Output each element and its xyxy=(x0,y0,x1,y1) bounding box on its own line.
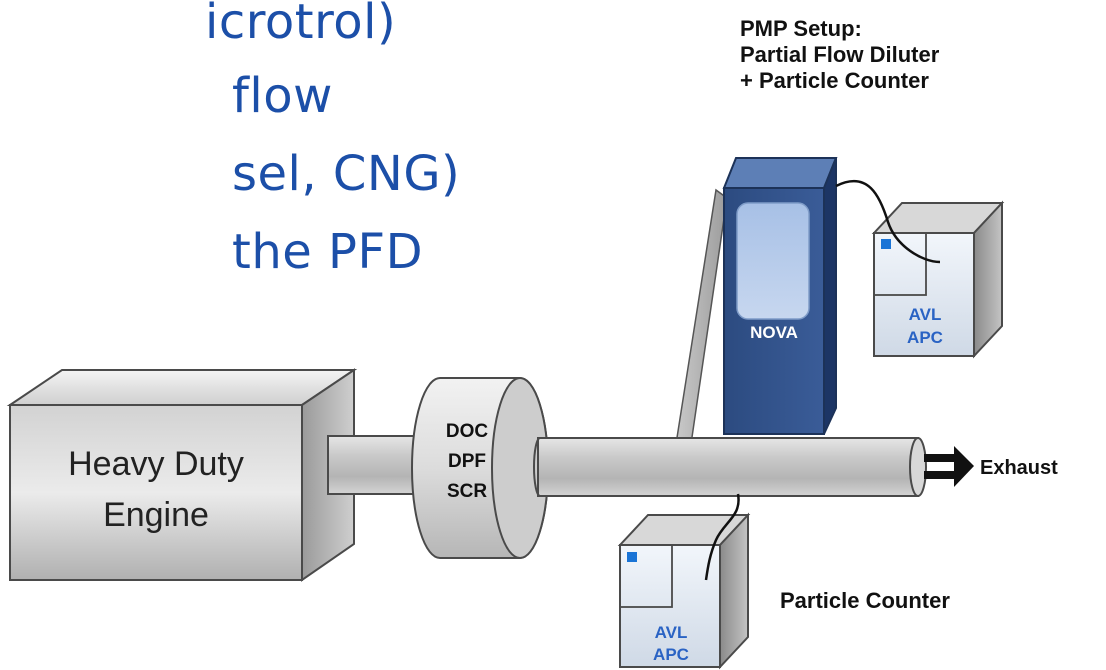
apc-upper-indicator-icon xyxy=(881,239,891,249)
pmp-setup-line-2: Partial Flow Diluter xyxy=(740,41,940,67)
pmp-setup-caption: PMP Setup: Partial Flow Diluter + Partic… xyxy=(740,16,939,94)
exhaust-pipe xyxy=(533,437,927,497)
pmp-setup-line-3: + Particle Counter xyxy=(740,67,929,93)
apc-upper-label-line-1: AVL xyxy=(909,305,942,324)
apc-lower-label-line-1: AVL xyxy=(655,623,688,642)
exhaust-label: Exhaust xyxy=(980,457,1058,479)
bullet-line-3: sel, CNG) xyxy=(232,146,461,202)
nova-label: NOVA xyxy=(750,323,798,342)
scr-label: SCR xyxy=(447,481,487,502)
bullet-line-1: icrotrol) xyxy=(205,0,397,50)
particle-counter-label: Particle Counter xyxy=(780,588,950,613)
exhaust-to-apc-tube xyxy=(704,493,740,581)
apc-upper-label-line-2: APC xyxy=(907,328,943,347)
pmp-setup-title: PMP Setup: xyxy=(740,16,862,41)
apc-unit-upper: AVL APC xyxy=(871,200,1005,359)
apc-lower-label-line-2: APC xyxy=(653,645,689,664)
engine-block: Heavy Duty Engine xyxy=(6,368,358,582)
apc-unit-lower: AVL APC xyxy=(617,512,751,670)
aftertreatment-canister: DOC DPF SCR xyxy=(411,377,549,559)
bullet-line-4: the PFD xyxy=(232,224,424,280)
nova-to-apc-tube xyxy=(835,179,941,264)
dpf-label: DPF xyxy=(448,451,486,472)
engine-label-line-1: Heavy Duty xyxy=(68,445,244,483)
exhaust-arrow-icon xyxy=(924,446,974,487)
nova-diluter-cabinet: NOVA xyxy=(722,157,838,435)
engine-label-line-2: Engine xyxy=(103,496,209,534)
bullet-line-2: flow xyxy=(232,68,333,124)
apc-lower-indicator-icon xyxy=(627,552,637,562)
sample-transfer-line xyxy=(675,188,728,445)
doc-label: DOC xyxy=(446,421,489,442)
